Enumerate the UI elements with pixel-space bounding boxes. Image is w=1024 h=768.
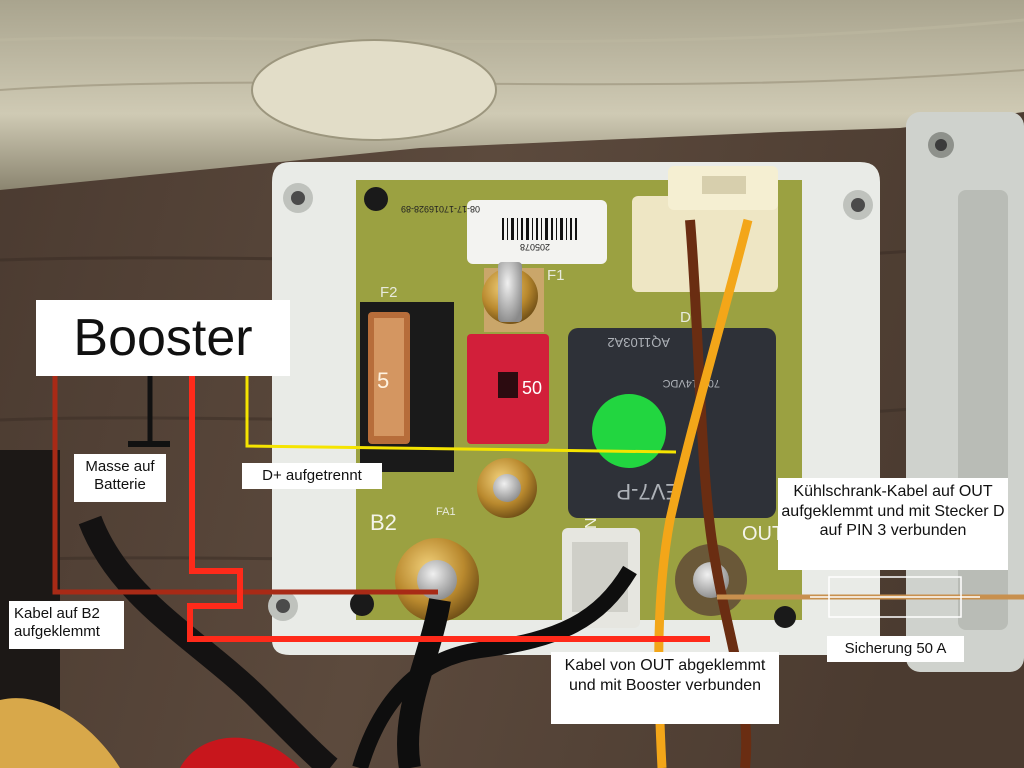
kuehlschrank-label: Kühlschrank-Kabel auf OUT aufgeklemmt un… xyxy=(778,478,1008,570)
pcb-label-f1: F1 xyxy=(547,267,565,284)
pcb-label-out: OUT xyxy=(742,523,784,545)
masse-label: Masse auf Batterie xyxy=(74,454,166,502)
sticker-code: 08-17-17016928-89 xyxy=(401,204,480,214)
relay-model: AQ1103A2 xyxy=(607,335,670,350)
annotation-wires xyxy=(52,374,1024,642)
pcb-label-b2: B2 xyxy=(370,510,397,535)
connector-d xyxy=(632,166,778,292)
d-plus-wire xyxy=(245,374,677,454)
relay-spec: 70A 14VDC xyxy=(662,377,720,389)
barcode-sticker: 08-17-17016928-89 205078 xyxy=(401,200,607,264)
fuse-f2-value: 5 xyxy=(377,368,389,393)
gnd-connector xyxy=(562,528,640,628)
sicherung-label: Sicherung 50 A xyxy=(827,636,964,662)
fuse-f2: 5 xyxy=(360,302,454,472)
sticker-number: 205078 xyxy=(520,242,550,252)
fuse-f1: 50 xyxy=(467,262,549,518)
pcb-label-fa1: FA1 xyxy=(436,506,456,518)
kabel-b2-label: Kabel auf B2 aufgeklemmt xyxy=(9,601,124,649)
green-dot-marker xyxy=(592,394,666,468)
booster-b2-wire-dark xyxy=(52,374,438,595)
kabel-out-label: Kabel von OUT abgeklemmt und mit Booster… xyxy=(551,652,779,724)
relay: AQ1103A2 70A 14VDC EV7-P xyxy=(568,328,776,518)
pcb-label-f2: F2 xyxy=(380,284,398,301)
booster-out-wire-bright xyxy=(187,374,710,642)
d-plus-label: D+ aufgetrennt xyxy=(242,463,382,489)
booster-label: Booster xyxy=(36,300,290,376)
fuse-f1-value: 50 xyxy=(522,378,542,398)
relay-type: EV7-P xyxy=(616,479,680,504)
